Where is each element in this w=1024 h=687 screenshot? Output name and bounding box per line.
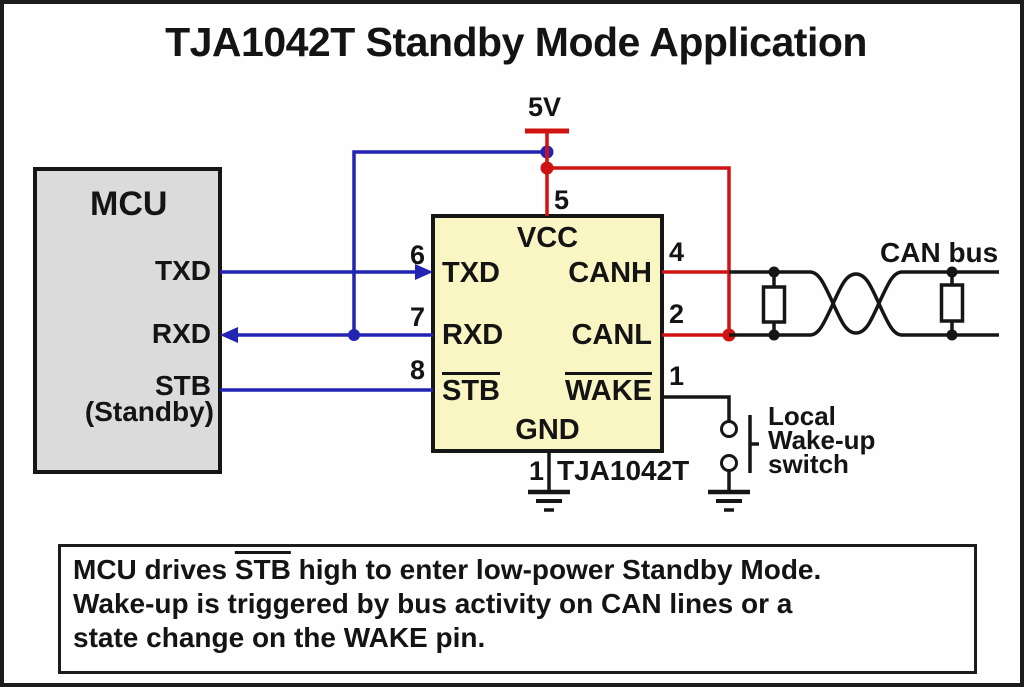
mcu-rxd-label: RXD (151, 318, 211, 349)
mcu-title: MCU (90, 185, 168, 223)
rxd-junction-dot (348, 329, 360, 341)
note-line-3: state change on the WAKE pin. (73, 622, 486, 653)
supply-5v-label: 5V (528, 92, 562, 122)
ground-symbol-chip (528, 489, 570, 512)
pin-number-1-wake: 1 (669, 361, 685, 391)
wake-wire (662, 395, 731, 421)
pin-number-7: 7 (409, 302, 425, 332)
chip-txd-label: TXD (442, 257, 500, 289)
note-box: MCU drives STB high to enter low-power S… (58, 544, 977, 674)
chip-canh-label: CANH (568, 257, 652, 289)
txd-arrowhead (415, 264, 433, 280)
chip-vcc-label: VCC (516, 222, 579, 254)
switch-contact-top (720, 420, 738, 438)
chip-rxd-label: RXD (442, 319, 504, 351)
chip-part-number: TJA1042T (557, 455, 690, 486)
note-line1-post: high to enter low-power Standby Mode. (290, 554, 822, 585)
schematic-svg (33, 128, 999, 512)
pin-number-4: 4 (669, 237, 685, 267)
vcc-junction-dot (540, 161, 554, 175)
canh-bus-wire (729, 270, 999, 335)
chip-stb-label: STB (442, 375, 500, 407)
wakeup-switch-label-line1: Local (768, 401, 836, 431)
switch-actuator (748, 415, 759, 473)
mcu-stb-label: STB (155, 370, 211, 401)
chip-canl-label: CANL (571, 319, 652, 351)
pin-number-5: 5 (554, 185, 570, 215)
pin-number-6: 6 (409, 240, 425, 270)
termination-resistor-right (939, 266, 965, 341)
chip-gnd-label: GND (515, 414, 580, 446)
note-line-1: MCU drives STB high to enter low-power S… (73, 553, 974, 587)
pin-number-1-gnd: 1 (528, 456, 544, 486)
wakeup-switch-label: Local Wake-up switch (768, 401, 876, 479)
switch-contact-bottom (720, 454, 738, 472)
can-bus-label: CAN bus (880, 237, 999, 268)
chip-wake-label: WAKE (565, 375, 652, 407)
wakeup-switch-label-line2: Wake-up (768, 425, 876, 455)
pin-number-8: 8 (409, 355, 425, 385)
page-title: TJA1042T Standby Mode Application (165, 19, 867, 65)
wakeup-switch-symbol (720, 415, 759, 473)
wakeup-switch-label-line3: switch (768, 449, 849, 479)
pin-number-2: 2 (669, 299, 685, 329)
note-line1-pre: MCU drives (73, 554, 235, 585)
mcu-box (33, 167, 222, 474)
vcc-branch-wire (547, 166, 731, 335)
mcu-standby-note: (Standby) (84, 396, 214, 427)
termination-resistor-left (761, 266, 787, 341)
note-line-2: Wake-up is triggered by bus activity on … (73, 588, 793, 619)
note-line1-stb-overline: STB (234, 554, 291, 585)
rxd-pullup-wire (352, 150, 547, 335)
rxd-arrowhead (220, 327, 238, 343)
mcu-txd-label: TXD (155, 255, 211, 286)
canl-bus-wire (729, 272, 999, 337)
transceiver-box (431, 214, 664, 453)
ground-symbol-switch (708, 489, 750, 512)
